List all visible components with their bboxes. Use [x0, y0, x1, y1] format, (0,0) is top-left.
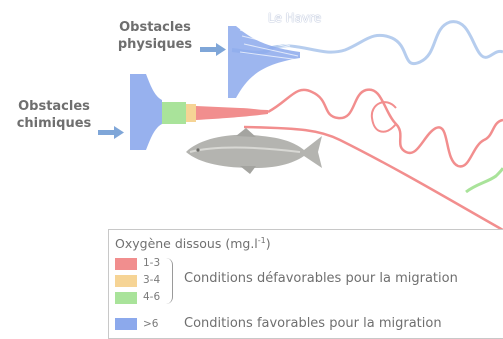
physical-obstacle-funnel	[228, 26, 300, 98]
salmon-fish-illustration	[186, 128, 322, 174]
label-chimiques-line2: chimiques	[16, 116, 92, 131]
legend-swatch-3-4	[115, 275, 137, 287]
legend-range-4-6: 4-6	[143, 291, 161, 303]
legend-range-1-3: 1-3	[143, 257, 161, 269]
river-red-meander	[267, 88, 503, 168]
legend-title: Oxygène dissous (mg.l-1)	[115, 236, 271, 251]
chemical-obstacle-yellow	[186, 104, 196, 122]
label-physiques-line1: Obstacles	[119, 20, 191, 35]
legend-title-main: Oxygène dissous (mg.l	[115, 236, 258, 252]
label-obstacles-physiques: Obstacles physiques	[112, 19, 198, 53]
label-obstacles-chimiques: Obstacles chimiques	[0, 98, 108, 132]
oxygen-legend: Oxygène dissous (mg.l-1) 1-3 3-4 4-6 Con…	[108, 229, 503, 339]
legend-range-3-4: 3-4	[143, 274, 161, 286]
legend-favorable-text: Conditions favorables pour la migration	[184, 316, 442, 331]
legend-swatch-4-6	[115, 292, 137, 304]
river-red-loop	[370, 101, 397, 133]
legend-range-gt6: >6	[143, 318, 159, 330]
chemical-obstacle-green	[162, 102, 186, 124]
river-upstream-blue	[269, 20, 503, 66]
label-chimiques-line1: Obstacles	[18, 99, 90, 114]
arrow-physiques	[200, 43, 226, 56]
legend-title-close: )	[265, 236, 271, 252]
chemical-obstacle-red	[196, 106, 268, 120]
physical-obstacle-streaks	[239, 29, 301, 61]
legend-swatch-1-3	[115, 258, 137, 270]
city-label: Le Havre	[268, 11, 322, 25]
legend-swatch-gt6	[115, 318, 137, 330]
river-green-segment	[465, 167, 503, 194]
chemical-obstacle-blue	[130, 74, 162, 150]
label-physiques-line2: physiques	[117, 37, 193, 52]
legend-unfavorable-text: Conditions défavorables pour la migratio…	[184, 271, 458, 286]
legend-brace	[165, 258, 173, 304]
legend-title-exponent: -1	[257, 236, 266, 245]
arrow-chimiques	[98, 126, 124, 139]
river-red-diagonal	[243, 125, 503, 232]
